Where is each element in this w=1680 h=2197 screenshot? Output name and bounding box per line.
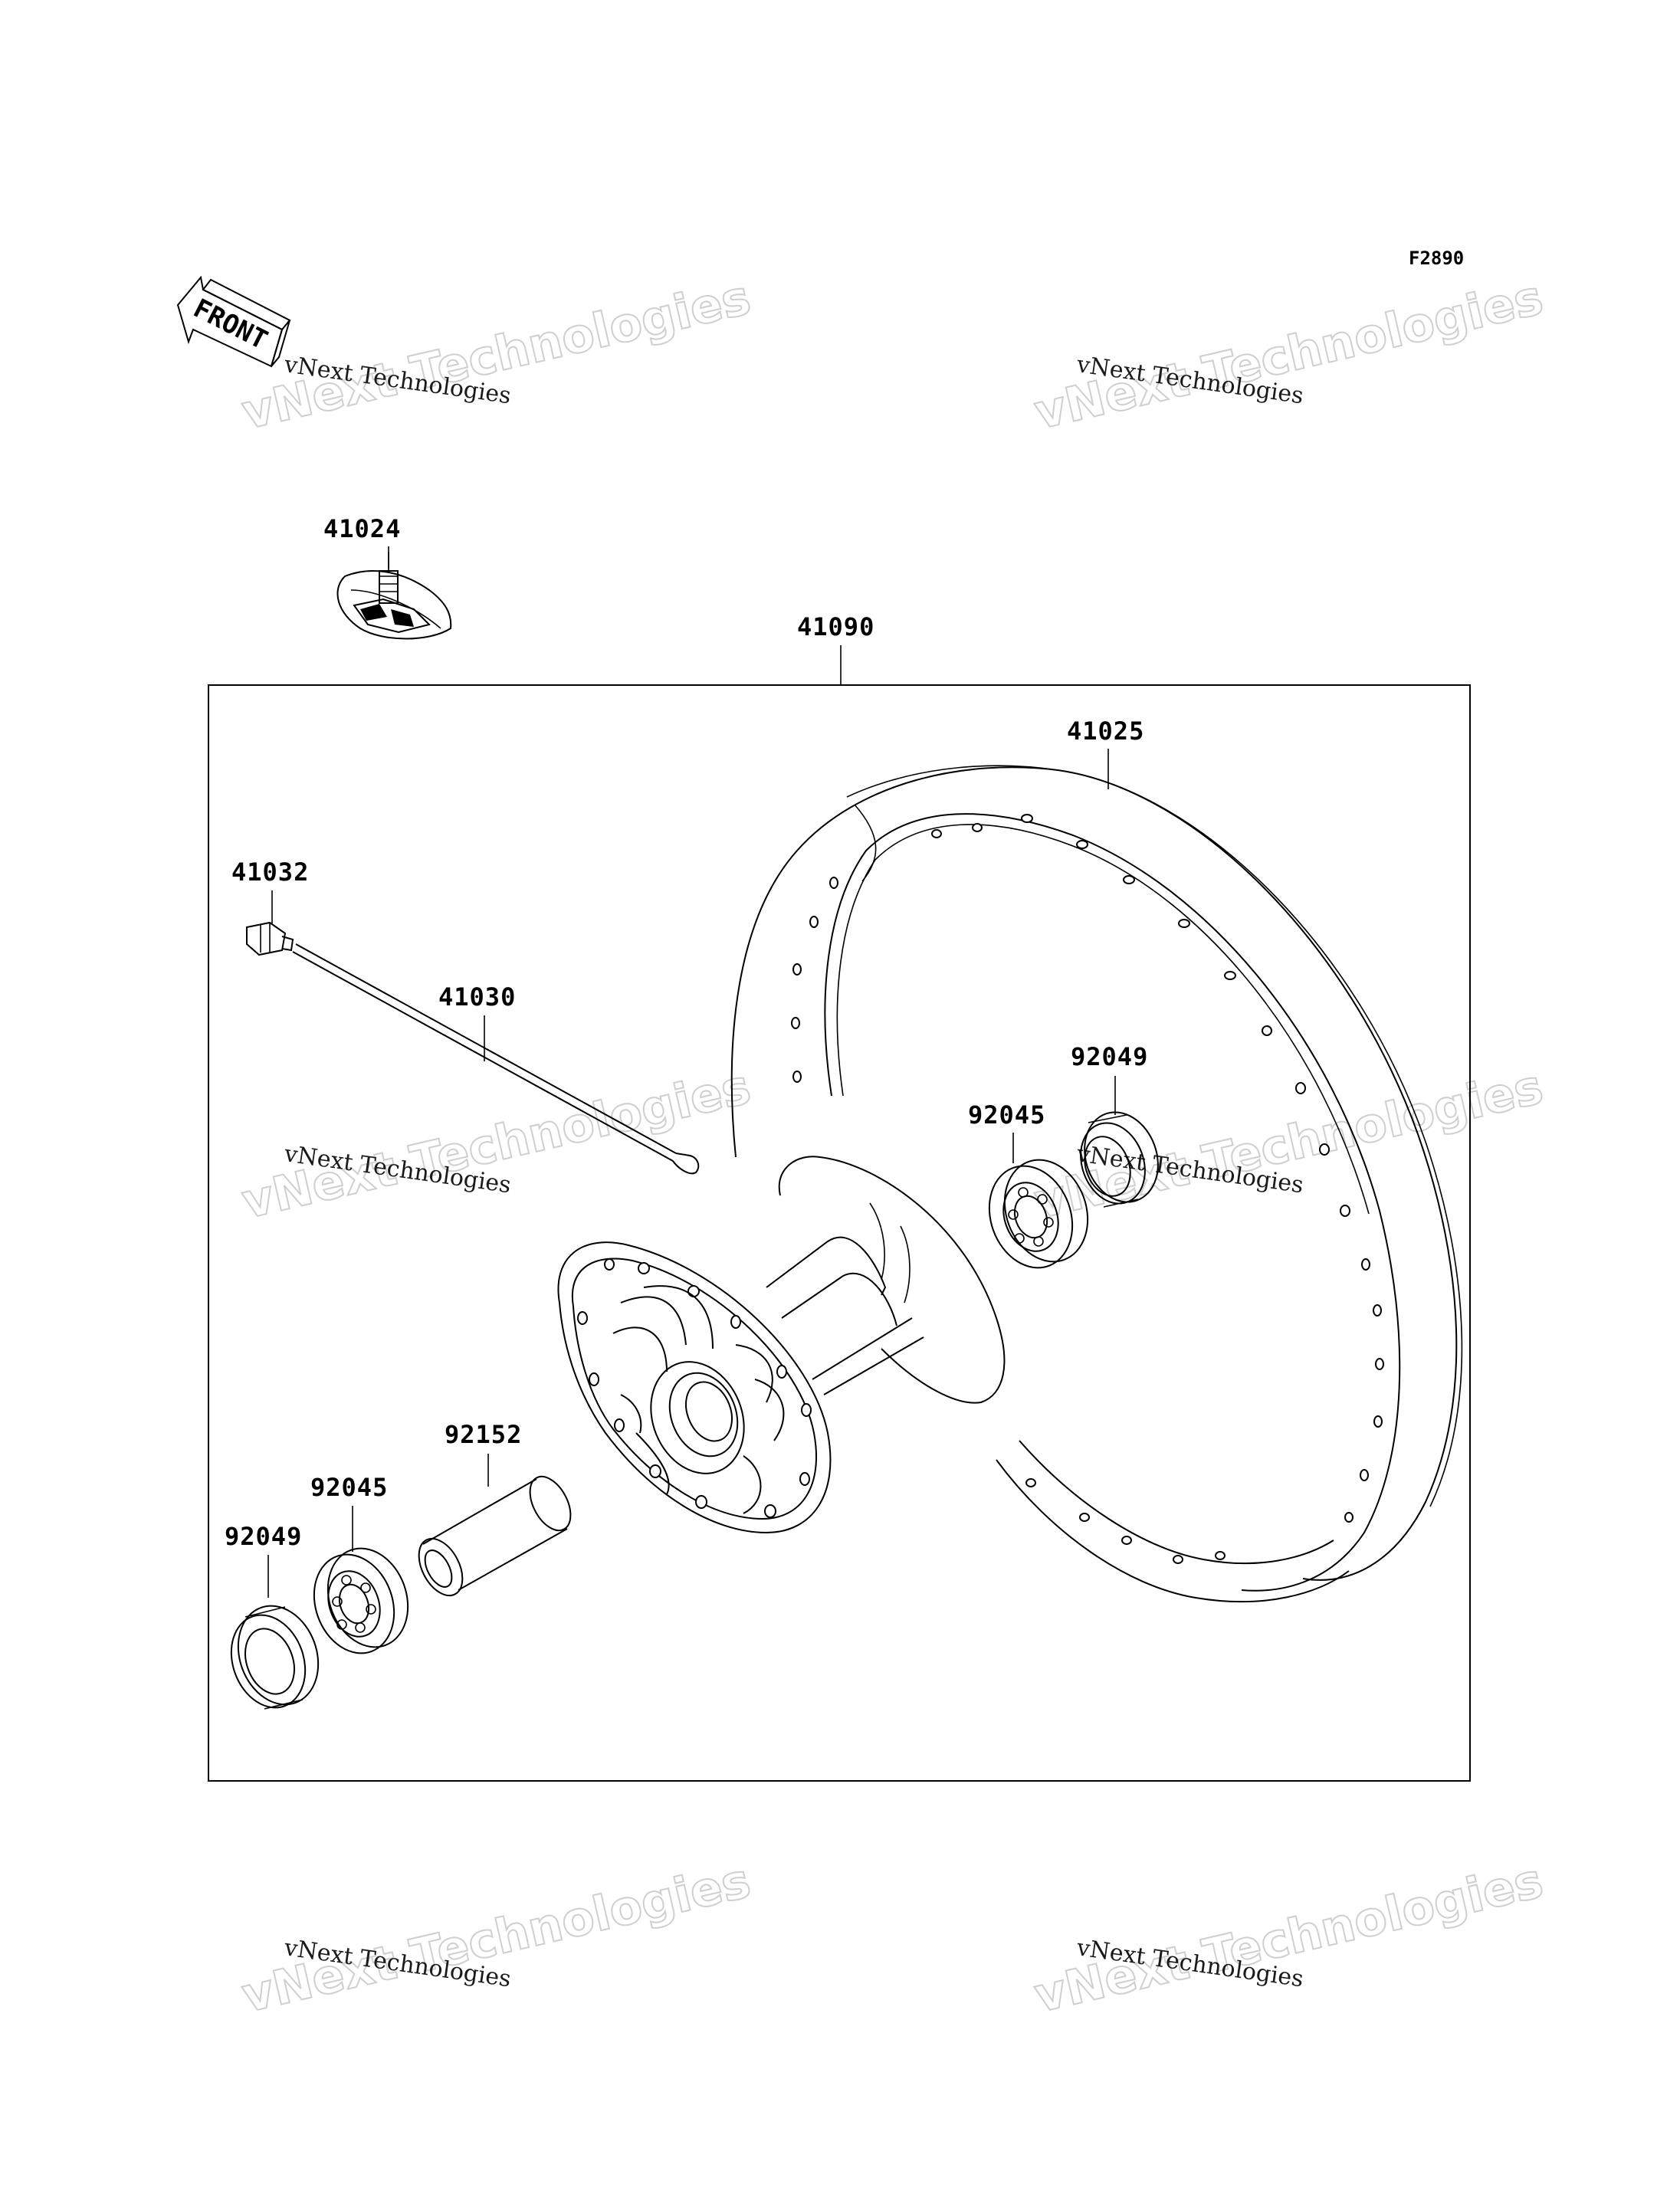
part-label-nipple: 41032: [231, 857, 309, 887]
oil-seal-left-icon: [230, 1605, 320, 1710]
part-label-seal-left: 92049: [225, 1522, 302, 1551]
part-label-rim: 41025: [1067, 716, 1144, 746]
part-label-seal-right: 92049: [1071, 1042, 1148, 1071]
wheel-hub: [557, 1156, 1006, 1534]
bearing-right-icon: [988, 1159, 1089, 1269]
figure-code: F2890: [1409, 248, 1464, 269]
distance-collar-icon: [418, 1475, 572, 1597]
wheel-rim: [730, 765, 1463, 1603]
part-label-bearing-left: 92045: [310, 1473, 388, 1502]
watermark-top-right: vNext Technologies vNext Technologies: [1029, 268, 1549, 441]
watermark-top-left: vNext Technologies vNext Technologies: [236, 268, 756, 441]
part-label-spoke: 41030: [438, 982, 516, 1012]
part-label-rim-tape: 41024: [323, 514, 401, 543]
watermark-mid-left: vNext Technologies vNext Technologies: [236, 1058, 756, 1231]
part-label-collar: 92152: [445, 1420, 522, 1449]
rim-spoke-holes: [791, 814, 1384, 1564]
rim-lock-icon: [336, 552, 452, 640]
wheel-assembly-frame: [208, 684, 1471, 1782]
front-arrow-icon: FRONT: [176, 275, 291, 368]
watermark-bottom-left: vNext Technologies vNext Technologies: [236, 1851, 756, 2025]
part-label-bearing-right: 92045: [968, 1100, 1045, 1130]
watermark-bottom-right: vNext Technologies vNext Technologies: [1029, 1851, 1549, 2025]
part-label-wheel-assy: 41090: [797, 612, 874, 641]
spoke-nipple-icon: [246, 921, 294, 956]
oil-seal-right-icon: [1080, 1111, 1159, 1208]
bearing-left-icon: [313, 1547, 409, 1654]
spoke-icon: [292, 943, 700, 1175]
